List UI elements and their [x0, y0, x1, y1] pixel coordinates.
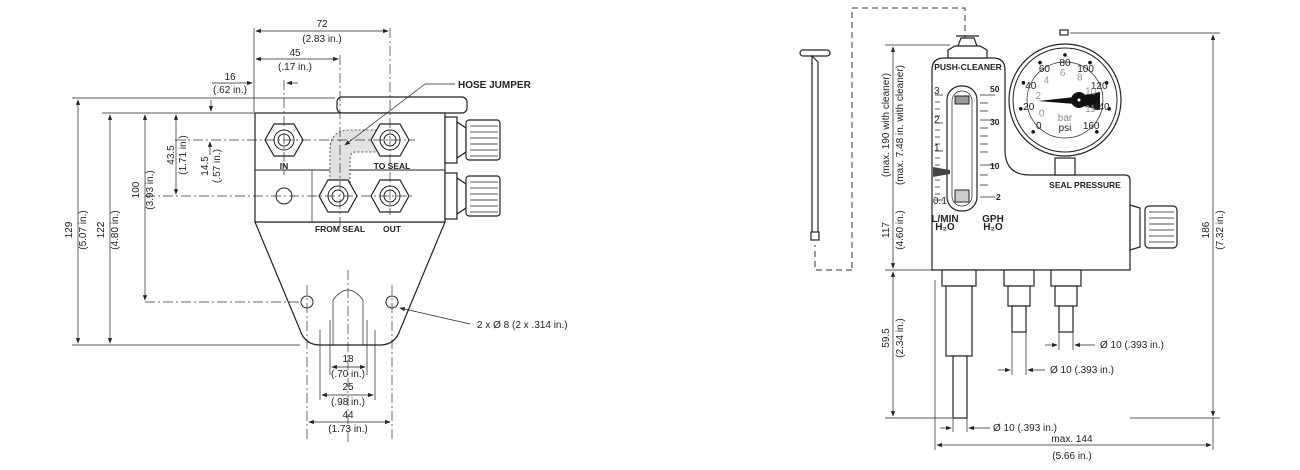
dim-16: 16: [224, 72, 236, 83]
right-view: PUSH-CLEANER 3 2 1 0.1 50 30 10 2 L/MIN …: [799, 7, 1226, 462]
gauge-bar-label: 11: [1085, 104, 1096, 115]
gauge-psi-label: 140: [1093, 102, 1110, 113]
gauge-psi-label: 120: [1091, 81, 1108, 92]
dim-122: 122: [96, 221, 107, 238]
dim-72: 72: [316, 19, 328, 30]
dim-25: 25: [342, 382, 354, 393]
diameter-label-c: Ø 10 (.393 in.): [993, 423, 1057, 434]
dim-100: 100: [131, 181, 142, 198]
push-cleaner-cap: [947, 35, 988, 59]
gauge-psi-label: 20: [1023, 102, 1035, 113]
dim-max-144-in: (5.66 in.): [1052, 451, 1091, 462]
dim-44: 44: [342, 410, 354, 421]
holes-label: 2 x Ø 8 (2 x .314 in.): [477, 320, 568, 331]
gauge-tick: [1031, 130, 1035, 134]
gauge-bar-label: 10: [1085, 87, 1097, 98]
port-label-from-seal: FROM SEAL: [315, 224, 365, 234]
dim-44-in: (1.73 in.): [328, 424, 367, 435]
hose-jumper-label: HOSE JUMPER: [458, 80, 532, 91]
gauge-psi-label: 0: [1036, 121, 1042, 132]
dim-117-in: (4.60 in.): [895, 210, 906, 249]
gauge-psi-label: 80: [1059, 58, 1071, 69]
dim-129-in: (5.07 in.): [78, 210, 89, 249]
flow-indicator: [933, 167, 950, 177]
gph-label: GPH: [982, 214, 1004, 225]
dim-117: 117: [881, 222, 892, 238]
gauge-tick: [1104, 80, 1109, 85]
gauge-tick: [1019, 106, 1023, 111]
outlet-fitting: [1003, 269, 1035, 333]
gph-scale-30: 30: [990, 117, 1000, 127]
seal-pressure-label: SEAL PRESSURE: [1049, 180, 1121, 190]
dim-186: 186: [1201, 221, 1212, 238]
diameter-label-a: Ø 10 (.393 in.): [1100, 340, 1164, 351]
dim-14-5: 14.5: [200, 156, 211, 176]
lmin-scale-1: 1: [934, 143, 940, 154]
dim-122-in: (4.80 in.): [110, 210, 121, 249]
push-cleaner-label: PUSH-CLEANER: [934, 62, 1002, 72]
lmin-h2o-label: H₂O: [935, 222, 955, 233]
dim-18: 18: [342, 354, 354, 365]
lmin-scale-3: 3: [934, 86, 940, 97]
lmin-label: L/MIN: [931, 214, 958, 225]
gph-scale-50: 50: [990, 84, 1000, 94]
lmin-scale-2: 2: [934, 115, 940, 126]
dim-max-144: max. 144: [1051, 434, 1093, 445]
gauge-tick: [1107, 106, 1111, 111]
gauge-tick: [1088, 60, 1092, 65]
dim-59-5-in: (2.34 in.): [895, 318, 906, 357]
gauge-tick: [1021, 80, 1026, 85]
dim-59-5: 59.5: [881, 328, 892, 348]
gauge-tick: [1095, 130, 1099, 134]
gauge-unit-bar: bar: [1058, 113, 1073, 124]
gph-h2o-label: H₂O: [983, 222, 1003, 233]
port-label-in: IN: [280, 161, 289, 171]
outlet-fitting: [941, 269, 977, 419]
cleaner-rod: [799, 49, 831, 241]
dim-16-in: (.62 in.): [213, 85, 247, 96]
gauge-psi-label: 100: [1077, 64, 1094, 75]
flow-tube: [946, 85, 978, 212]
dim-14-5-in: (.57 in.): [212, 149, 223, 183]
gauge-tick: [1038, 60, 1042, 65]
gauge-bar-label: 2: [1036, 91, 1042, 102]
gauge-bar-label: 6: [1060, 68, 1066, 79]
dim-max-190: (max. 190 with cleaner): [881, 73, 892, 177]
dim-72-in: (2.83 in.): [302, 34, 341, 45]
dim-18-in: (.70 in.): [331, 369, 365, 380]
gauge-psi-label: 40: [1025, 81, 1037, 92]
gauge-bar-label: 8: [1077, 72, 1083, 83]
port-label-out: OUT: [383, 224, 402, 234]
dim-45-in: (.17 in.): [278, 62, 312, 73]
left-view: IN TO SEAL FROM SEAL OUT HOSE JUMPER 72 …: [64, 19, 568, 445]
dim-129: 129: [64, 221, 75, 238]
dim-186-in: (7.32 in.): [1215, 210, 1226, 249]
valve-knob: [444, 116, 501, 164]
lmin-scale-01: 0.1: [933, 196, 947, 207]
mounting-bracket: [254, 221, 446, 346]
gauge-bar-label: 0: [1039, 109, 1045, 120]
cover: [336, 96, 468, 114]
dim-43-5: 43.5: [166, 145, 177, 165]
dim-43-5-in: (1.71 in.): [178, 135, 189, 174]
dim-25-in: (.98 in.): [331, 397, 365, 408]
gph-scale-10: 10: [990, 161, 1000, 171]
dim-max-190-in: (max. 7.48 in. with cleaner): [895, 65, 906, 185]
gauge-bar-label: 4: [1044, 75, 1050, 86]
dim-45: 45: [289, 48, 301, 59]
valve-knob: [444, 172, 501, 220]
gph-scale-2: 2: [996, 192, 1001, 202]
diameter-label-b: Ø 10 (.393 in.): [1050, 365, 1114, 376]
gauge-psi-label: 160: [1083, 121, 1100, 132]
gauge-tick: [1063, 53, 1067, 57]
gauge-psi-label: 60: [1039, 64, 1051, 75]
dim-100-in: (3.93 in.): [145, 170, 156, 209]
regulator-knob: [1129, 204, 1178, 251]
outlet-fitting: [1050, 269, 1082, 333]
gauge-unit-psi: psi: [1059, 123, 1072, 134]
port-label-to-seal: TO SEAL: [374, 161, 411, 171]
